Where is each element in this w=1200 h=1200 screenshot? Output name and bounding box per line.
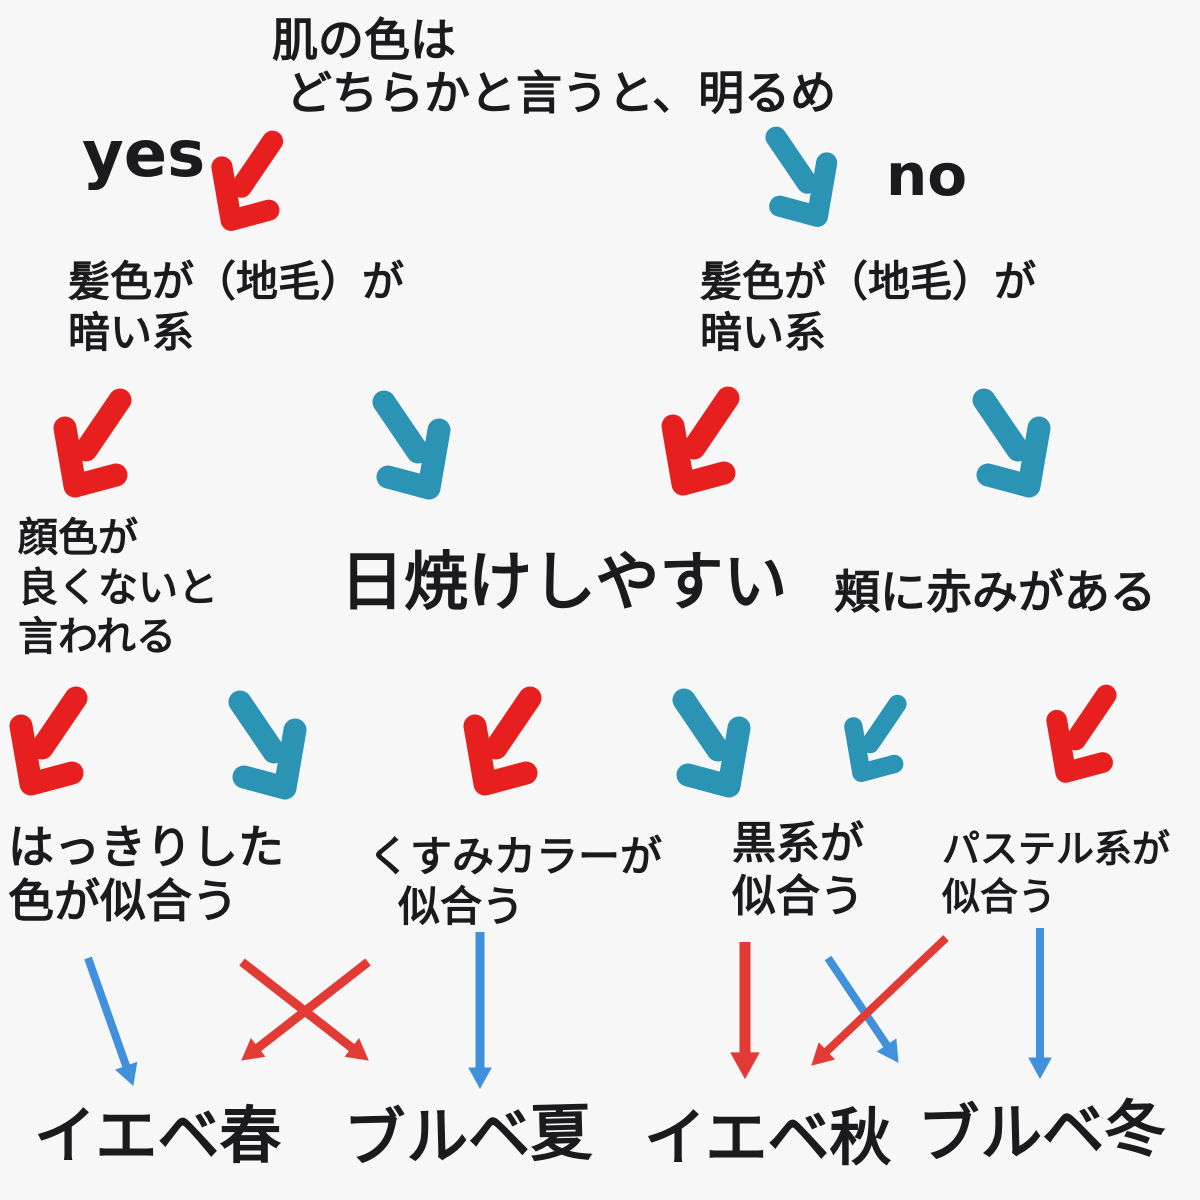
cheeks-teal-arrow-icon [853,704,897,773]
hair-left-yes-arrow-icon [65,400,120,486]
vivid-to-spring-arrow-icon [84,956,144,1090]
complexion-red-arrow-icon [21,698,76,784]
node-complexion-line1: 顔色が [18,515,138,561]
node-hair-color-left-line1: 髪色が（地毛）が [68,257,405,306]
node-tans-easily: 日焼けしやすい [340,546,788,620]
node-vivid-colors-line2: 色が似合う [8,874,238,929]
no-arrow-icon [776,137,827,216]
cheeks-red-arrow-icon [1057,695,1107,772]
node-red-cheeks: 頬に赤みがある [834,565,1156,619]
result-blue-base-winter: ブルベ冬 [917,1091,1167,1172]
complexion-teal-arrow-icon [240,702,295,788]
node-muted-colors-line1: くすみカラーが [368,832,663,881]
node-hair-color-right-line1: 髪色が（地毛）が [700,257,1037,306]
node-black-colors-line2: 似合う [732,870,864,922]
pastel-to-autumn-cross-arrow-icon [803,935,949,1074]
no-label: no [886,141,968,209]
node-vivid-colors-line1: はっきりした [8,820,284,874]
node-vivid-colors: はっきりした 色が似合う [8,820,284,929]
node-complexion-line2: 良くないと [18,564,218,611]
black-to-winter-cross-arrow-icon [824,955,908,1069]
root-question-line1: 肌の色は [272,13,456,67]
node-hair-color-left-line2: 暗い系 [68,308,195,358]
node-hair-color-left: 髪色が（地毛）が 暗い系 [68,256,404,358]
muted-to-spring-cross-arrow-icon [234,958,371,1070]
hair-right-yes-arrow-icon [673,398,728,484]
tan-teal-arrow-icon [684,700,739,786]
root-question-line2: どちらかと言うと、明るめ [286,66,837,121]
yes-arrow-icon [222,141,273,220]
node-pastel-colors: パステル系が 似合う [942,826,1170,922]
hair-right-no-arrow-icon [984,400,1039,486]
node-black-colors-line1: 黒系が [732,818,864,869]
node-complexion-line3: 言われる [18,614,176,661]
muted-to-summer-arrow-icon [468,932,492,1089]
node-muted-colors-line2: 似合う [398,882,525,932]
node-black-colors: 黒系が 似合う [732,818,864,924]
vivid-to-autumn-cross-arrow-icon [239,958,376,1070]
hair-left-no-arrow-icon [384,402,439,488]
yes-label: yes [82,118,206,192]
node-pastel-colors-line2: 似合う [942,874,1057,919]
black-to-autumn-arrow-icon [730,942,760,1079]
result-yellow-base-autumn: イエベ秋 [644,1101,892,1174]
node-muted-colors: くすみカラーが 似合う [368,832,662,933]
tan-red-arrow-icon [475,698,530,784]
result-yellow-base-spring: イエベ春 [34,1099,282,1172]
node-hair-color-right-line2: 暗い系 [700,308,827,358]
node-complexion: 顔色が 良くないと 言われる [18,514,218,663]
pastel-to-winter-arrow-icon [1028,928,1052,1079]
node-pastel-colors-line1: パステル系が [942,827,1171,871]
node-hair-color-right: 髪色が（地毛）が 暗い系 [700,256,1036,358]
result-blue-base-summer: ブルベ夏 [343,1095,593,1176]
root-question: 肌の色は どちらかと言うと、明るめ [272,13,837,121]
